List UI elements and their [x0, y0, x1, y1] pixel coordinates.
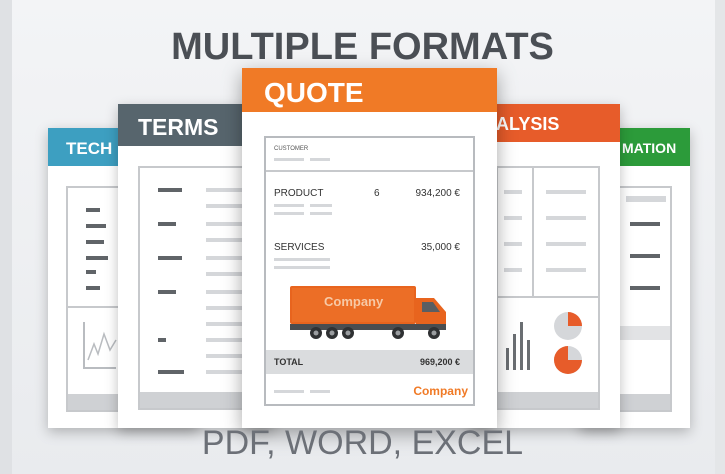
- product-quantity: 6: [374, 188, 380, 199]
- terms-card-label: TERMS: [138, 114, 219, 140]
- quote-card: QUOTE CUSTOMER PRODUCT 6 934,200 € SERVI…: [242, 68, 497, 428]
- bar-chart-icon: [506, 322, 530, 370]
- pie-chart-icon: [554, 346, 582, 374]
- services-label: SERVICES: [274, 242, 325, 253]
- product-price: 934,200 €: [415, 188, 461, 199]
- analysis-document: [496, 166, 600, 410]
- total-label: TOTAL: [274, 357, 304, 367]
- services-price: 35,000 €: [421, 242, 460, 253]
- quote-document: CUSTOMER PRODUCT 6 934,200 € SERVICES 35…: [264, 136, 475, 406]
- quote-card-tab: QUOTE: [242, 68, 497, 112]
- information-card-label: MATION: [622, 140, 677, 156]
- customer-label: CUSTOMER: [274, 146, 309, 152]
- information-document: [618, 186, 672, 412]
- truck-brand-text: Company: [324, 294, 384, 309]
- truck-icon: Company: [288, 284, 452, 344]
- pie-chart-icon: [554, 312, 582, 340]
- quote-card-label: QUOTE: [264, 77, 364, 108]
- analysis-card-label: ALYSIS: [496, 114, 560, 134]
- product-label: PRODUCT: [274, 188, 324, 199]
- formats-subtitle: PDF, WORD, EXCEL: [201, 424, 524, 462]
- headline: MULTIPLE FORMATS: [171, 26, 554, 68]
- tech-card-label: TECH: [66, 139, 113, 158]
- footer-company-logo: Company: [413, 384, 468, 398]
- total-value: 969,200 €: [419, 357, 460, 367]
- line-chart-icon: [83, 322, 117, 369]
